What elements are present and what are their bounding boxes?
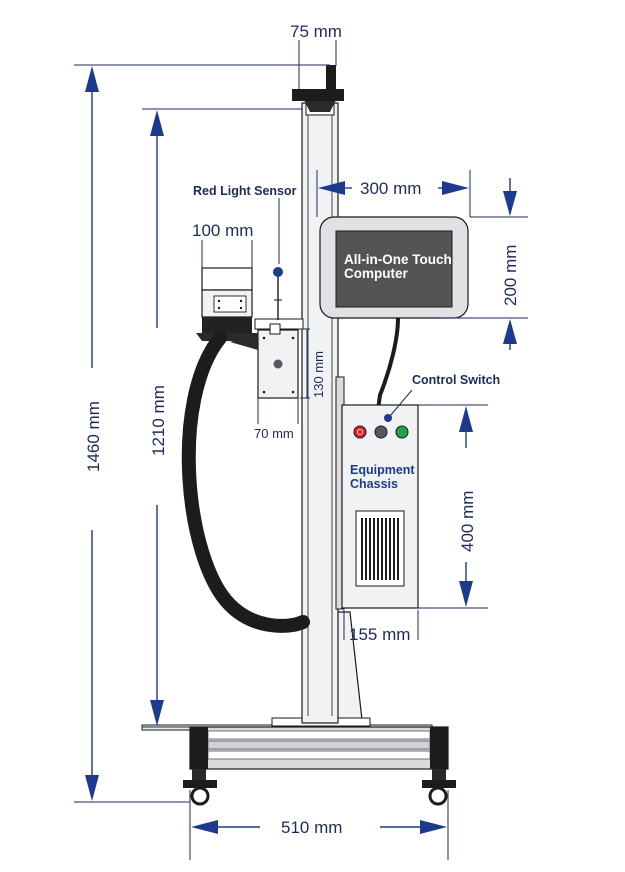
- start-button-green: [395, 425, 409, 439]
- equipment-chassis: [335, 376, 419, 610]
- control-button-gray: [374, 425, 388, 439]
- fiber-cable: [181, 331, 310, 633]
- touch-computer-display: [319, 216, 469, 319]
- chassis-label-line2: Chassis: [350, 477, 398, 491]
- dim-display-width: [316, 170, 471, 217]
- dim-base-width-label: 510 mm: [281, 818, 342, 837]
- display-label-line2: Computer: [344, 266, 408, 281]
- power-button-red: [353, 425, 367, 439]
- dim-display-width-label: 300 mm: [360, 179, 421, 198]
- caster-wheel-left: [183, 769, 217, 806]
- dim-chassis-depth: [343, 610, 419, 640]
- red-light-sensor-label: Red Light Sensor: [193, 184, 297, 198]
- column-top-cap: [292, 65, 344, 112]
- dim-chassis-height-label: 400 mm: [458, 491, 477, 552]
- dim-sensor-height-label: 130 mm: [311, 351, 326, 398]
- dim-chassis-height: [418, 404, 488, 609]
- dim-chassis-depth-label: 155 mm: [349, 625, 410, 644]
- display-label-line1: All-in-One Touch: [344, 252, 452, 267]
- dim-top-width-label: 75 mm: [290, 22, 342, 41]
- dim-sensor-height: [300, 328, 310, 399]
- vertical-column: [301, 102, 339, 724]
- dim-display-height: [440, 178, 528, 350]
- base-frame: [141, 724, 449, 770]
- dim-base-width: [189, 790, 449, 860]
- dim-display-height-label: 200 mm: [501, 245, 520, 306]
- chassis-label-line1: Equipment: [350, 463, 415, 477]
- red-light-sensor: [273, 267, 283, 320]
- chassis-vent-grille: [361, 518, 399, 580]
- dim-laser-head-width: [201, 240, 253, 268]
- dim-sensor-width: [257, 398, 299, 424]
- control-switch-callout: [384, 389, 413, 422]
- caster-wheel-right: [422, 769, 456, 806]
- dim-total-height: [74, 64, 330, 803]
- sensor-mount-bracket: [254, 318, 304, 399]
- dim-sensor-width-label: 70 mm: [254, 426, 294, 441]
- laser-head: [196, 267, 258, 350]
- display-cable: [376, 317, 400, 411]
- dim-laser-head-width-label: 100 mm: [192, 221, 253, 240]
- dim-total-height-label: 1460 mm: [84, 401, 103, 472]
- dim-column-height-label: 1210 mm: [149, 385, 168, 456]
- dim-column-height: [142, 108, 302, 728]
- control-switch-label: Control Switch: [412, 373, 500, 387]
